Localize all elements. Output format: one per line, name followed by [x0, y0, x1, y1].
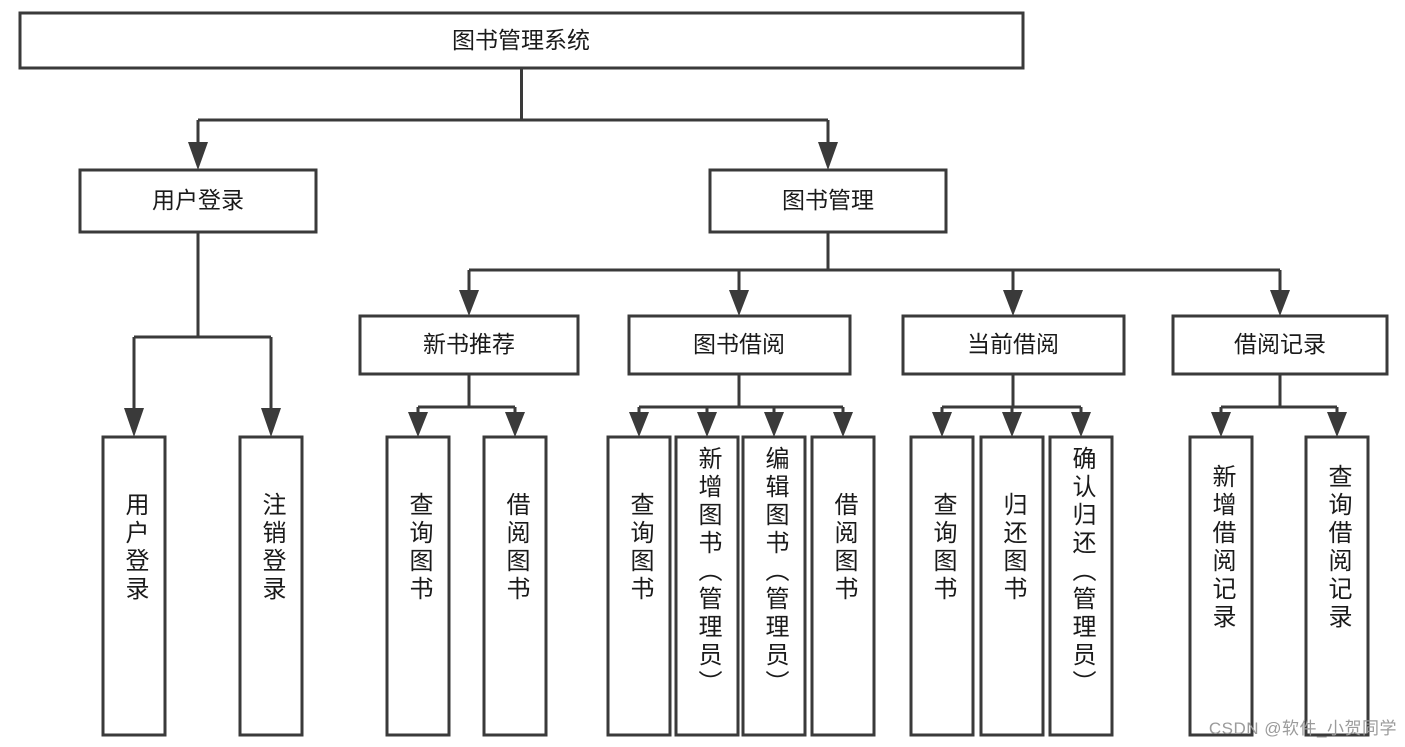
leaf-query-book-brw-box[interactable]: [606, 435, 672, 737]
leaf-borrow-book-rec-label: 借阅图书: [502, 492, 529, 604]
leaf-edit-book-box[interactable]: [741, 435, 807, 737]
leaf-user-login-label: 用户登录: [121, 492, 148, 604]
arrowhead-leaf-add-record: [1211, 412, 1231, 437]
node-new-book-recommend-box[interactable]: [358, 314, 580, 376]
leaf-add-book-box[interactable]: [674, 435, 740, 737]
leaf-logout-box[interactable]: [238, 435, 304, 737]
node-book-borrow[interactable]: 图书借阅: [627, 314, 852, 376]
arrowhead-book-manage: [818, 142, 838, 170]
arrowhead-book-borrow: [729, 290, 749, 316]
arrowhead-leaf-query-record: [1327, 412, 1347, 437]
node-current-borrow-label: 当前借阅: [967, 331, 1059, 357]
leaf-node-query-book-brw[interactable]: 查询图书: [606, 435, 672, 737]
node-current-borrow[interactable]: 当前借阅: [901, 314, 1126, 376]
arrowhead-leaf-logout: [261, 408, 281, 437]
node-new-book-recommend[interactable]: 新书推荐: [358, 314, 580, 376]
node-user-login-label: 用户登录: [152, 187, 244, 213]
leaf-query-book-rec-box[interactable]: [385, 435, 451, 737]
arrowhead-borrow-record: [1270, 290, 1290, 316]
leaf-return-book-label: 归还图书: [999, 492, 1026, 604]
leaf-confirm-return-box[interactable]: [1048, 435, 1114, 737]
leaf-node-query-book-rec[interactable]: 查询图书: [385, 435, 451, 737]
leaf-node-edit-book[interactable]: 编辑图书（管理员）: [741, 435, 807, 737]
leaf-user-login-box[interactable]: [101, 435, 167, 737]
leaf-add-book-label: 新增图书（管理员）: [694, 446, 721, 698]
arrowhead-leaf-return-book: [1002, 412, 1022, 437]
leaf-node-add-book[interactable]: 新增图书（管理员）: [674, 435, 740, 737]
leaf-query-book-cur-label: 查询图书: [929, 492, 956, 604]
leaf-node-return-book[interactable]: 归还图书: [979, 435, 1045, 737]
arrowhead-leaf-query-book-cur: [932, 412, 952, 437]
connector-group-book-manage: [459, 232, 1290, 316]
node-current-borrow-box[interactable]: [901, 314, 1126, 376]
leaf-node-query-book-cur[interactable]: 查询图书: [909, 435, 975, 737]
node-book-manage[interactable]: 图书管理: [708, 168, 948, 234]
node-root-label: 图书管理系统: [452, 27, 590, 53]
leaf-node-query-record[interactable]: 查询借阅记录: [1304, 435, 1370, 737]
leaf-add-record-label: 新增借阅记录: [1208, 464, 1235, 632]
node-borrow-record-label: 借阅记录: [1234, 331, 1326, 357]
node-book-borrow-label: 图书借阅: [693, 331, 785, 357]
arrowhead-leaf-query-book-brw: [629, 412, 649, 437]
arrowhead-leaf-edit-book: [764, 412, 784, 437]
arrowhead-leaf-query-book-rec: [408, 412, 428, 437]
leaf-add-record-box[interactable]: [1188, 435, 1254, 737]
leaf-query-record-box[interactable]: [1304, 435, 1370, 737]
node-book-manage-label: 图书管理: [782, 187, 874, 213]
leaf-query-record-label: 查询借阅记录: [1324, 464, 1351, 632]
leaf-return-book-box[interactable]: [979, 435, 1045, 737]
leaf-confirm-return-label: 确认归还（管理员）: [1068, 446, 1095, 698]
leaf-node-logout[interactable]: 注销登录: [238, 435, 304, 737]
leaf-node-user-login[interactable]: 用户登录: [101, 435, 167, 737]
node-borrow-record-box[interactable]: [1171, 314, 1389, 376]
arrowhead-leaf-add-book: [697, 412, 717, 437]
leaf-query-book-brw-label: 查询图书: [626, 492, 653, 604]
node-book-borrow-box[interactable]: [627, 314, 852, 376]
leaf-node-confirm-return[interactable]: 确认归还（管理员）: [1048, 435, 1114, 737]
leaf-nodes-group: 用户登录 注销登录 查询图书: [101, 435, 1370, 737]
arrowhead-leaf-user-login: [124, 408, 144, 437]
connector-group-new-book-recommend: [408, 374, 525, 437]
arrowhead-leaf-borrow-book-brw: [833, 412, 853, 437]
node-book-manage-box[interactable]: [708, 168, 948, 234]
connector-group-user-login: [124, 232, 281, 437]
node-root-box[interactable]: [18, 11, 1025, 70]
leaf-edit-book-label: 编辑图书（管理员）: [761, 446, 788, 698]
leaf-borrow-book-brw-label: 借阅图书: [830, 492, 857, 604]
arrowhead-leaf-confirm-return: [1071, 412, 1091, 437]
leaf-borrow-book-rec-box[interactable]: [482, 435, 548, 737]
leaf-logout-label: 注销登录: [258, 492, 285, 604]
leaf-node-borrow-book-rec[interactable]: 借阅图书: [482, 435, 548, 737]
arrowhead-current-borrow: [1003, 290, 1023, 316]
node-new-book-recommend-label: 新书推荐: [423, 331, 515, 357]
node-borrow-record[interactable]: 借阅记录: [1171, 314, 1389, 376]
arrowhead-leaf-borrow-book-rec: [505, 412, 525, 437]
leaf-query-book-rec-label: 查询图书: [405, 492, 432, 604]
arrowhead-new-book-recommend: [459, 290, 479, 316]
connector-group-root: [188, 68, 838, 170]
connector-group-current-borrow: [932, 374, 1091, 437]
connector-group-borrow-record: [1211, 374, 1347, 437]
leaf-query-book-cur-box[interactable]: [909, 435, 975, 737]
leaf-borrow-book-brw-box[interactable]: [810, 435, 876, 737]
node-user-login-box[interactable]: [78, 168, 318, 234]
arrowhead-user-login: [188, 142, 208, 170]
leaf-node-add-record[interactable]: 新增借阅记录: [1188, 435, 1254, 737]
connector-group-book-borrow: [629, 374, 853, 437]
node-root[interactable]: 图书管理系统: [18, 11, 1025, 70]
leaf-node-borrow-book-brw[interactable]: 借阅图书: [810, 435, 876, 737]
node-user-login[interactable]: 用户登录: [78, 168, 318, 234]
